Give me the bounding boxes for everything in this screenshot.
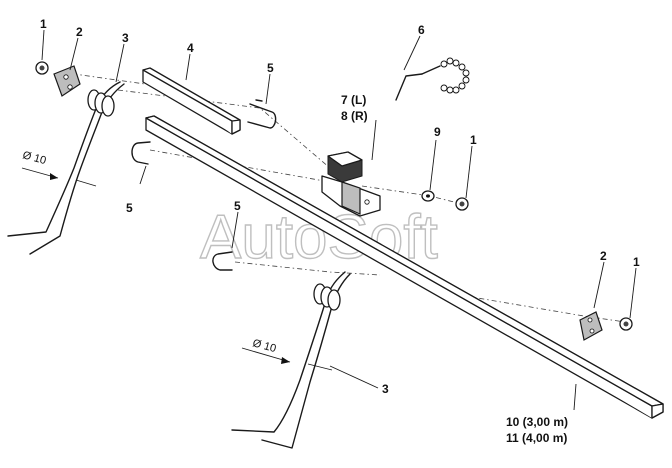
callout-u-bolt-lower: 5 [234,199,241,213]
callout-bracket-lower-right: 2 [600,249,607,263]
callout-spring-tine-lower: 3 [382,382,389,396]
dimension-arrow-upper [21,167,97,187]
callout-spring-tine-upper: 3 [122,31,129,45]
callout-tube-4m: 11 (4,00 m) [506,431,567,445]
spring-tine-upper [7,81,125,255]
dimension-arrow-lower [241,347,333,371]
lock-pin-with-chain [395,57,470,101]
callout-bracket-upper-left: 2 [76,25,83,39]
callout-tube-3m: 10 (3,00 m) [506,415,568,429]
u-bolt-upper [247,99,277,129]
dimension-label-upper: Ø 10 [21,149,47,167]
callout-bracket-right: 8 (R) [341,109,368,123]
spring-tine-lower [231,271,351,449]
nut-lower-right [619,317,633,331]
callout-washer: 9 [434,125,441,139]
dimension-label-lower: Ø 10 [251,337,277,355]
callout-nut-mid-right: 1 [470,133,477,147]
short-tube [142,67,241,135]
clamp-bracket [321,151,381,217]
nut-mid-right [455,197,469,211]
nut-upper-left [35,61,49,75]
callout-leaders [41,29,637,411]
callout-nut-lower-right: 1 [633,255,640,269]
bracket-lower-right [579,311,603,341]
u-bolt-left [131,141,151,165]
bracket-upper-left [53,65,81,97]
callout-u-bolt-left: 5 [126,201,133,215]
u-bolt-lower [212,251,233,271]
callout-bracket-left: 7 (L) [341,93,366,107]
callout-short-tube: 4 [187,41,194,55]
washer [421,190,435,202]
long-tube [145,115,664,419]
callout-nut-upper-left: 1 [40,17,47,31]
callout-u-bolt-upper: 5 [267,61,274,75]
callout-lock-pin: 6 [418,23,425,37]
